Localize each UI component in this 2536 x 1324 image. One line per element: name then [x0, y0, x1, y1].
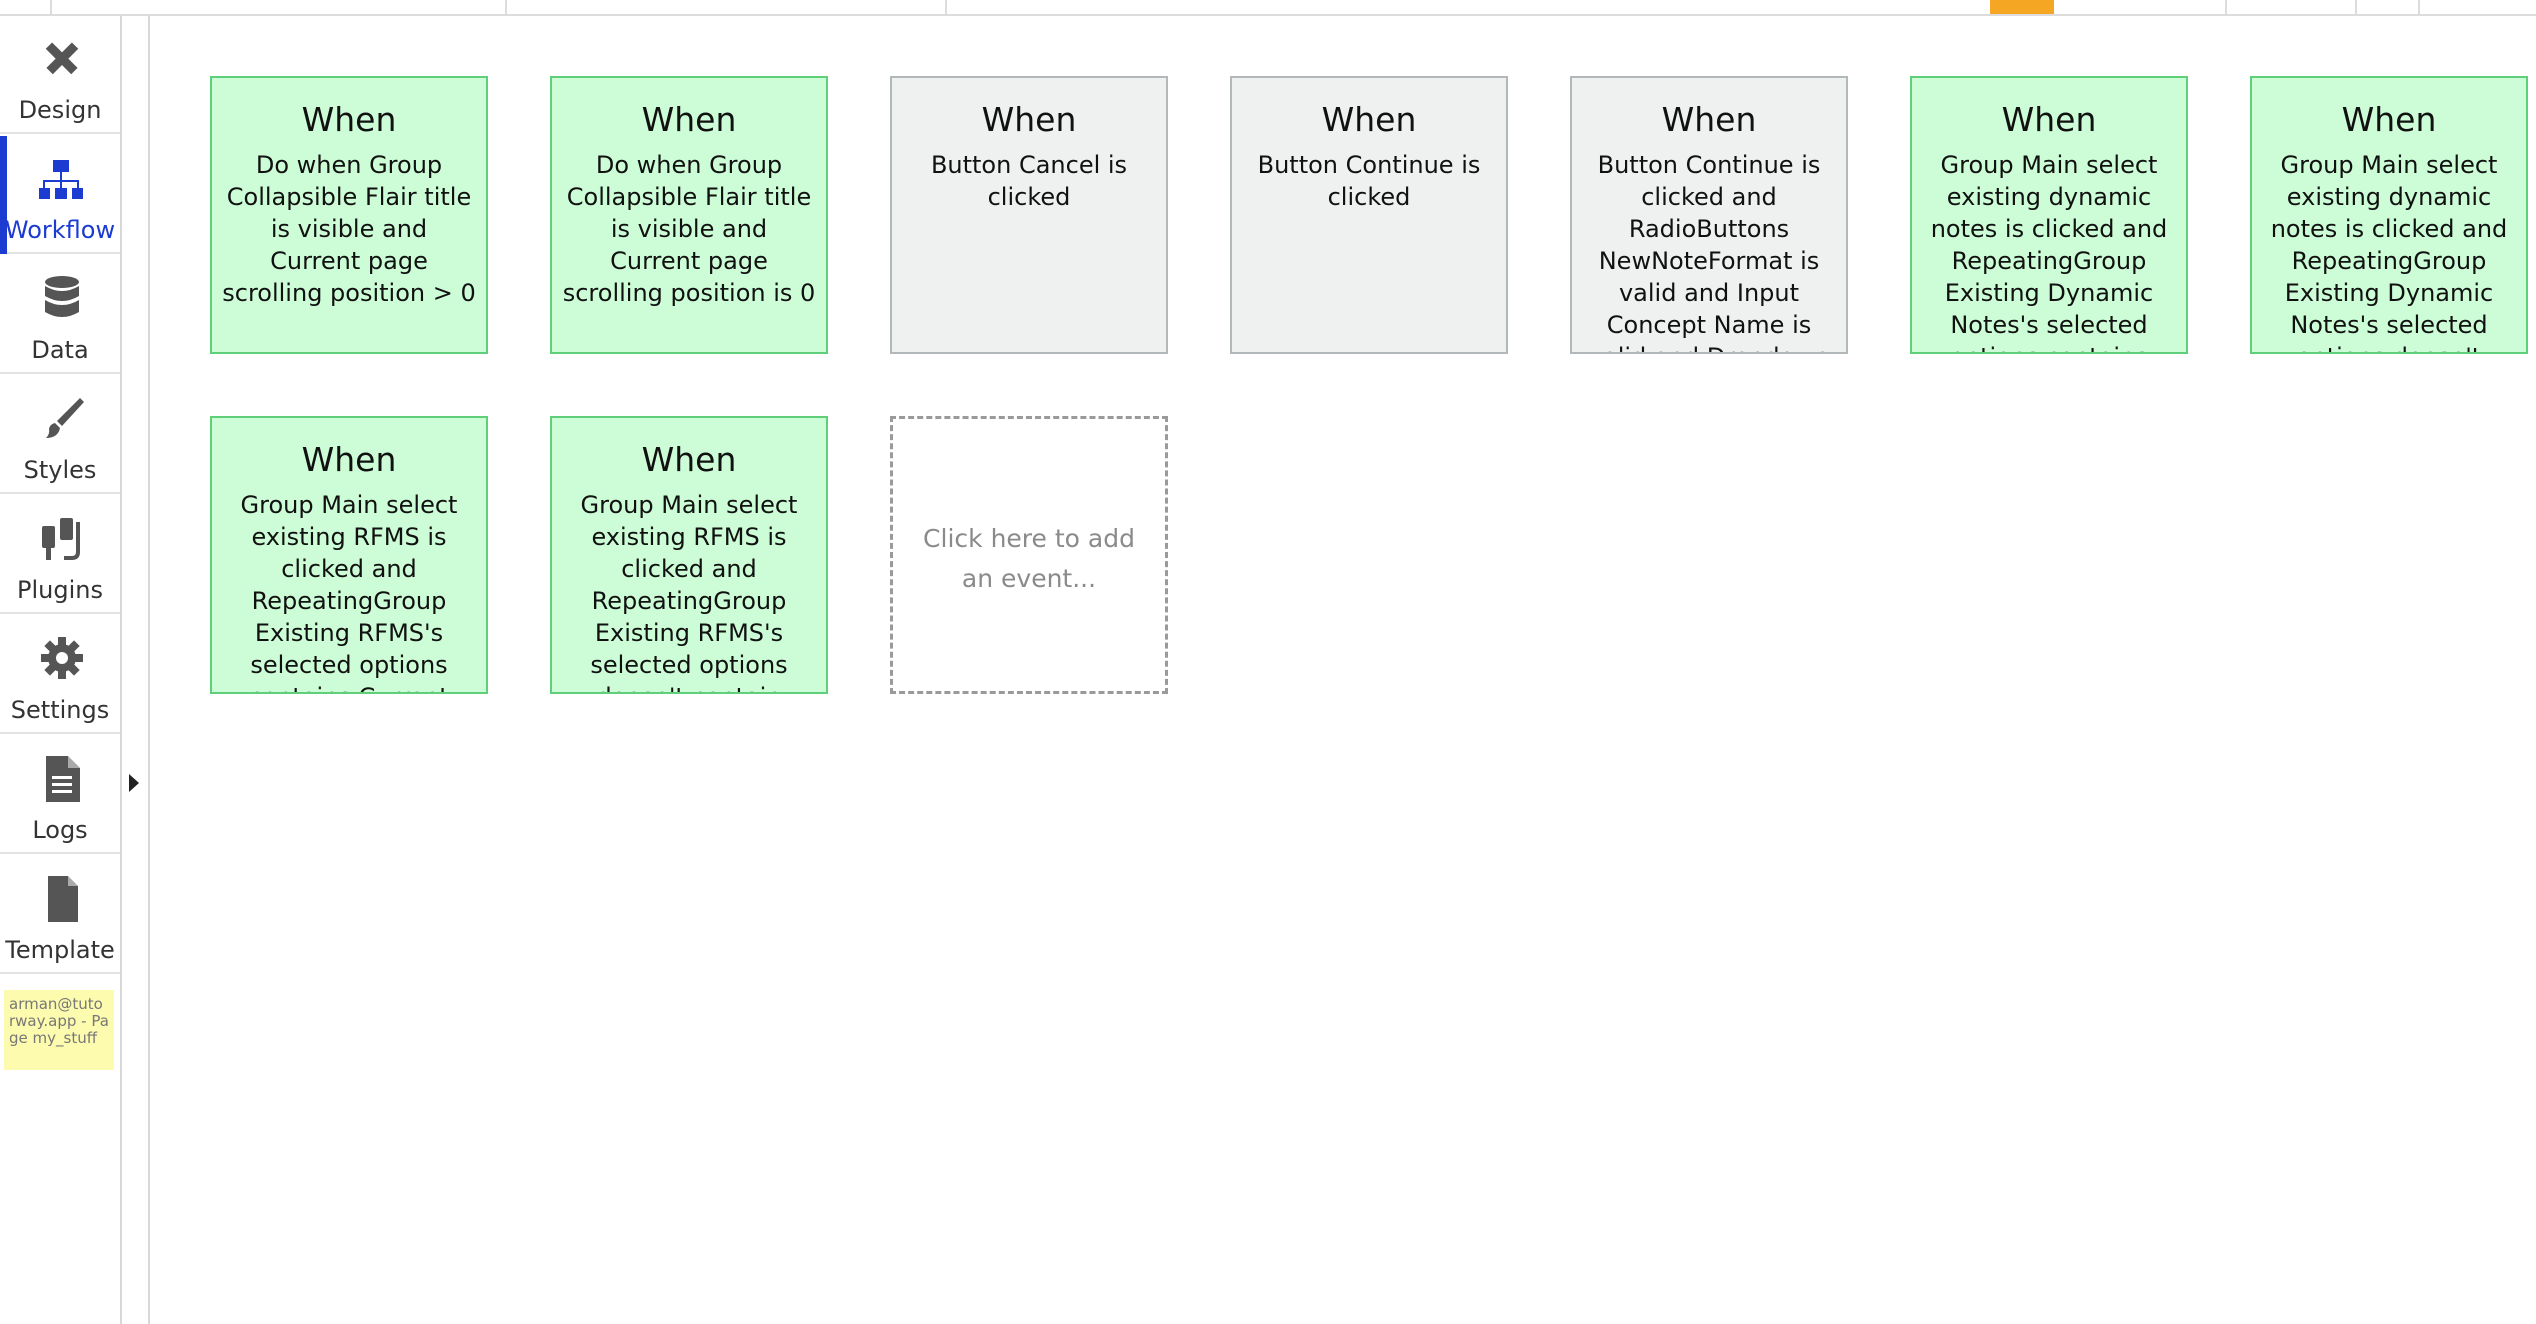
- editor-sidebar: Design Workflow: [0, 16, 122, 1324]
- sidebar-collapse-strip[interactable]: [122, 16, 150, 1324]
- event-condition: Button Continue is clicked and RadioButt…: [1589, 151, 1829, 352]
- event-when-label: When: [641, 100, 737, 139]
- workflow-event-card[interactable]: When Button Continue is clicked: [1230, 76, 1508, 354]
- sidebar-item-data[interactable]: Data: [0, 256, 120, 374]
- event-condition: Group Main select existing RFMS is click…: [240, 491, 458, 692]
- sidebar-item-template[interactable]: Template: [0, 856, 120, 974]
- sidebar-item-logs[interactable]: Logs: [0, 736, 120, 854]
- toolbar-divider: [2418, 0, 2420, 14]
- expand-arrow-icon[interactable]: [129, 774, 139, 792]
- workflow-event-card[interactable]: When Button Cancel is clicked: [890, 76, 1168, 354]
- workflow-event-card[interactable]: When Group Main select existing RFMS is …: [210, 416, 488, 694]
- sidebar-item-label: Styles: [23, 456, 97, 484]
- event-when-label: When: [2341, 100, 2437, 139]
- event-when-label: When: [1321, 100, 1417, 139]
- event-when-label: When: [1661, 100, 1757, 139]
- workflow-event-card[interactable]: When Do when Group Collapsible Flair tit…: [210, 76, 488, 354]
- sidebar-item-label: Data: [31, 336, 89, 364]
- event-when-label: When: [301, 100, 397, 139]
- event-condition: Do when Group Collapsible Flair title is…: [222, 151, 476, 307]
- event-condition: Group Main select existing dynamic notes…: [1930, 151, 2168, 352]
- workflow-event-card[interactable]: When Group Main select existing RFMS is …: [550, 416, 828, 694]
- sidebar-item-label: Template: [5, 936, 115, 964]
- sidebar-item-label: Settings: [10, 696, 110, 724]
- design-icon: [45, 42, 79, 75]
- toolbar-highlight[interactable]: [1990, 0, 2054, 14]
- top-toolbar: [0, 0, 2536, 16]
- event-when-label: When: [981, 100, 1077, 139]
- workflow-event-card[interactable]: When Group Main select existing dynamic …: [2250, 76, 2528, 354]
- sidebar-item-label: Workflow: [4, 216, 116, 244]
- active-indicator: [0, 136, 7, 254]
- sidebar-item-label: Plugins: [17, 576, 103, 604]
- sidebar-item-styles[interactable]: Styles: [0, 376, 120, 494]
- sidebar-item-settings[interactable]: Settings: [0, 616, 120, 734]
- sidebar-item-workflow[interactable]: Workflow: [0, 136, 120, 254]
- add-event-label: Click here to add an event...: [923, 524, 1135, 593]
- toolbar-divider: [505, 0, 507, 14]
- sidebar-item-plugins[interactable]: Plugins: [0, 496, 120, 614]
- event-condition: Group Main select existing RFMS is click…: [580, 491, 798, 692]
- event-condition: Button Cancel is clicked: [930, 151, 1128, 211]
- add-event-button[interactable]: Click here to add an event...: [890, 416, 1168, 694]
- gear-icon: [41, 637, 83, 679]
- sidebar-item-design[interactable]: Design: [0, 16, 120, 134]
- copy-document-icon: [48, 876, 78, 922]
- toolbar-divider: [50, 0, 52, 14]
- toolbar-divider: [2355, 0, 2357, 14]
- database-icon: [45, 276, 79, 317]
- workflow-icon: [39, 160, 83, 199]
- current-page-note: arman@tutorway.app - Page my_stuff: [4, 990, 114, 1070]
- plug-icon: [42, 518, 80, 560]
- brush-icon: [46, 398, 84, 438]
- workflow-event-card[interactable]: When Group Main select existing dynamic …: [1910, 76, 2188, 354]
- toolbar-divider: [2225, 0, 2227, 14]
- event-when-label: When: [301, 440, 397, 479]
- sidebar-item-label: Design: [18, 96, 102, 124]
- event-condition: Button Continue is clicked: [1257, 151, 1481, 211]
- sidebar-item-label: Logs: [32, 816, 88, 844]
- event-condition: Do when Group Collapsible Flair title is…: [562, 151, 816, 307]
- event-when-label: When: [641, 440, 737, 479]
- event-when-label: When: [2001, 100, 2097, 139]
- workflow-event-card[interactable]: When Do when Group Collapsible Flair tit…: [550, 76, 828, 354]
- document-icon: [46, 756, 80, 802]
- toolbar-divider: [945, 0, 947, 14]
- event-condition: Group Main select existing dynamic notes…: [2270, 151, 2508, 352]
- workflow-event-card[interactable]: When Button Continue is clicked and Radi…: [1570, 76, 1848, 354]
